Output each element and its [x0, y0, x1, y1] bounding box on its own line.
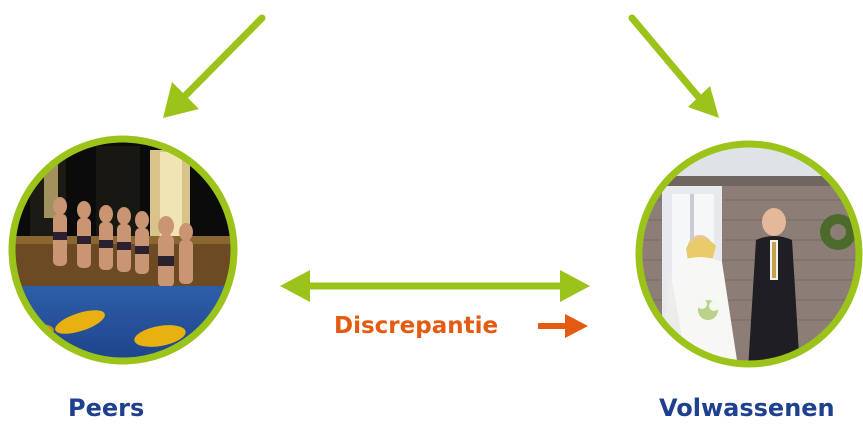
arrow-to-peers	[163, 18, 262, 118]
double-arrow	[280, 270, 590, 302]
adults-photo	[630, 140, 863, 380]
discrepancy-arrow-icon	[538, 314, 588, 338]
peers-photo	[0, 130, 250, 376]
adults-label: Volwassenen	[659, 394, 835, 422]
discrepancy-label: Discrepantie	[334, 313, 498, 339]
peers-label: Peers	[68, 394, 144, 422]
arrow-to-adults	[632, 18, 719, 118]
